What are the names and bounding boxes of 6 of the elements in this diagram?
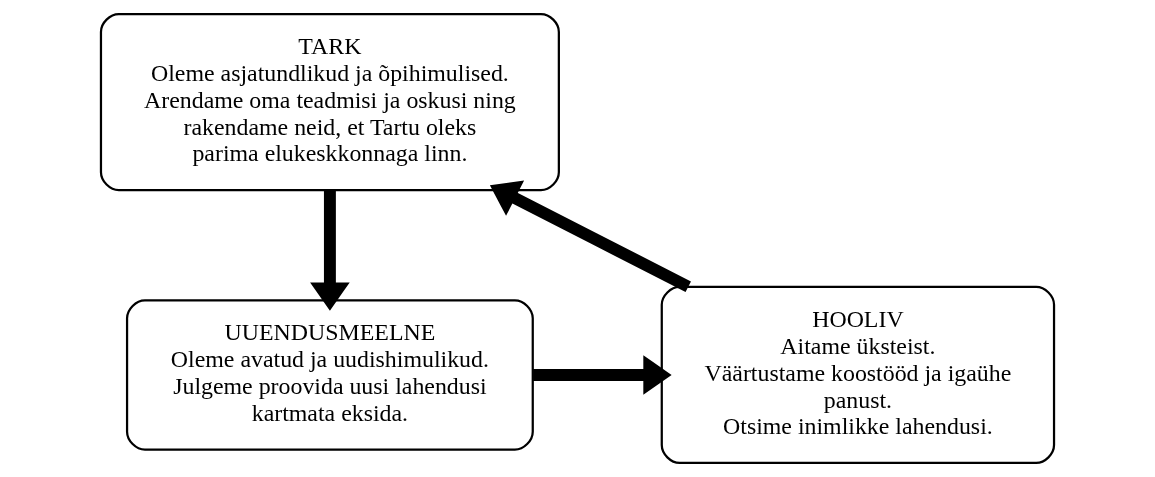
arrow [489, 180, 691, 293]
node-box: UUENDUSMEELNE Oleme avatud ja uudishimulikud. Julgeme proovida uusi lahendusi kartmata eksida. [125, 299, 534, 451]
node-box: HOOLIV Aitame üksteist. Väärtustame koostööd ja igaühe panust. Otsime inimlikke lahendusi. [660, 285, 1056, 465]
arrow [310, 190, 350, 311]
node-box: TARK Oleme asjatundlikud ja õpihimulised. Arendame oma teadmisi ja oskusi ning rakendame neid, et Tartu oleks parima elukeskkonnaga linn. [99, 12, 560, 192]
arrow [533, 355, 672, 395]
